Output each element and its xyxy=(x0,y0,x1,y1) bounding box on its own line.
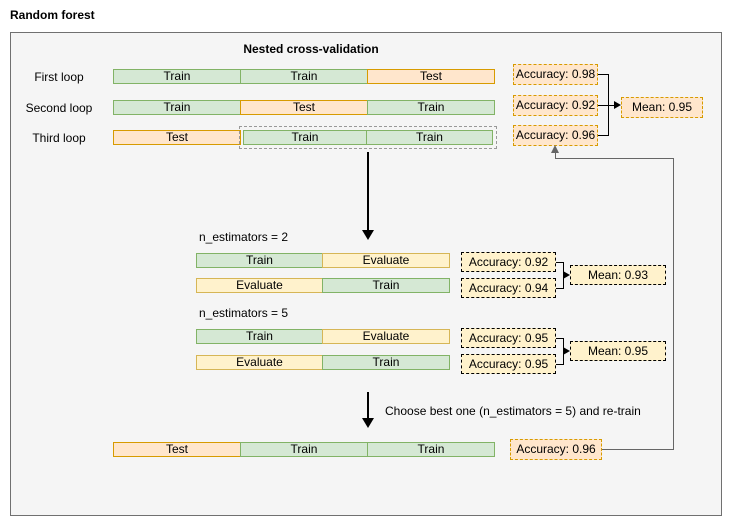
feedback-line xyxy=(602,449,674,450)
mean-box-n5: Mean: 0.95 xyxy=(570,341,666,361)
connector-line xyxy=(598,105,615,106)
bar-segment: Evaluate xyxy=(322,329,450,344)
bar-segment: Train xyxy=(240,69,368,84)
connector-line xyxy=(556,338,563,339)
arrowhead-right-icon xyxy=(563,347,570,355)
accuracy-box-retrain: Accuracy: 0.96 xyxy=(510,439,602,460)
bar-segment: Train xyxy=(113,69,241,84)
connector-line xyxy=(608,74,609,136)
bar-segment: Train xyxy=(196,253,323,268)
feedback-line xyxy=(555,158,674,159)
feedback-line xyxy=(555,152,556,159)
bar-segment: Train xyxy=(366,130,493,145)
selected-folds-outline xyxy=(239,126,497,149)
retrain-caption: Choose best one (n_estimators = 5) and r… xyxy=(385,404,641,418)
down-arrow-shaft xyxy=(367,392,369,420)
bar-segment: Test xyxy=(367,69,495,84)
down-arrow-icon xyxy=(362,230,374,240)
accuracy-box-n5-a: Accuracy: 0.95 xyxy=(461,328,556,348)
loop-label-second: Second loop xyxy=(25,101,93,115)
bar-segment: Train xyxy=(243,130,367,145)
bar-segment: Train xyxy=(367,442,495,457)
arrowhead-up-icon xyxy=(551,145,559,153)
bar-segment: Evaluate xyxy=(196,278,323,293)
bar-segment: Train xyxy=(322,355,450,370)
loop-label-first: First loop xyxy=(34,70,84,84)
connector-line xyxy=(598,74,608,75)
loop-label-third: Third loop xyxy=(32,131,86,145)
page-title: Random forest xyxy=(10,8,95,22)
bar-segment: Train xyxy=(322,278,450,293)
mean-box-outer: Mean: 0.95 xyxy=(621,97,703,118)
bar-segment: Evaluate xyxy=(196,355,323,370)
accuracy-box-n5-b: Accuracy: 0.95 xyxy=(461,354,556,374)
bar-segment: Train xyxy=(240,442,368,457)
arrowhead-right-icon xyxy=(563,271,570,279)
connector-line xyxy=(556,364,563,365)
connector-line xyxy=(598,135,608,136)
diagram-heading: Nested cross-validation xyxy=(243,42,379,56)
bar-segment: Test xyxy=(240,100,368,115)
param-label-n2: n_estimators = 2 xyxy=(199,230,289,244)
bar-segment: Test xyxy=(113,442,241,457)
down-arrow-shaft xyxy=(367,152,369,232)
connector-line xyxy=(556,288,563,289)
accuracy-box-n2-a: Accuracy: 0.92 xyxy=(461,252,556,272)
bar-segment: Train xyxy=(367,100,495,115)
bar-segment: Train xyxy=(196,329,323,344)
bar-segment: Train xyxy=(113,100,241,115)
accuracy-box-n2-b: Accuracy: 0.94 xyxy=(461,278,556,298)
accuracy-box-loop1: Accuracy: 0.98 xyxy=(513,64,598,85)
bar-segment: Test xyxy=(113,130,241,145)
accuracy-box-loop2: Accuracy: 0.92 xyxy=(513,95,598,116)
arrowhead-right-icon xyxy=(614,101,621,109)
connector-line xyxy=(556,262,563,263)
param-label-n5: n_estimators = 5 xyxy=(199,306,289,320)
mean-box-n2: Mean: 0.93 xyxy=(570,265,666,285)
bar-segment: Evaluate xyxy=(322,253,450,268)
down-arrow-icon xyxy=(362,418,374,428)
accuracy-box-loop3: Accuracy: 0.96 xyxy=(513,125,598,146)
feedback-line xyxy=(673,158,674,450)
